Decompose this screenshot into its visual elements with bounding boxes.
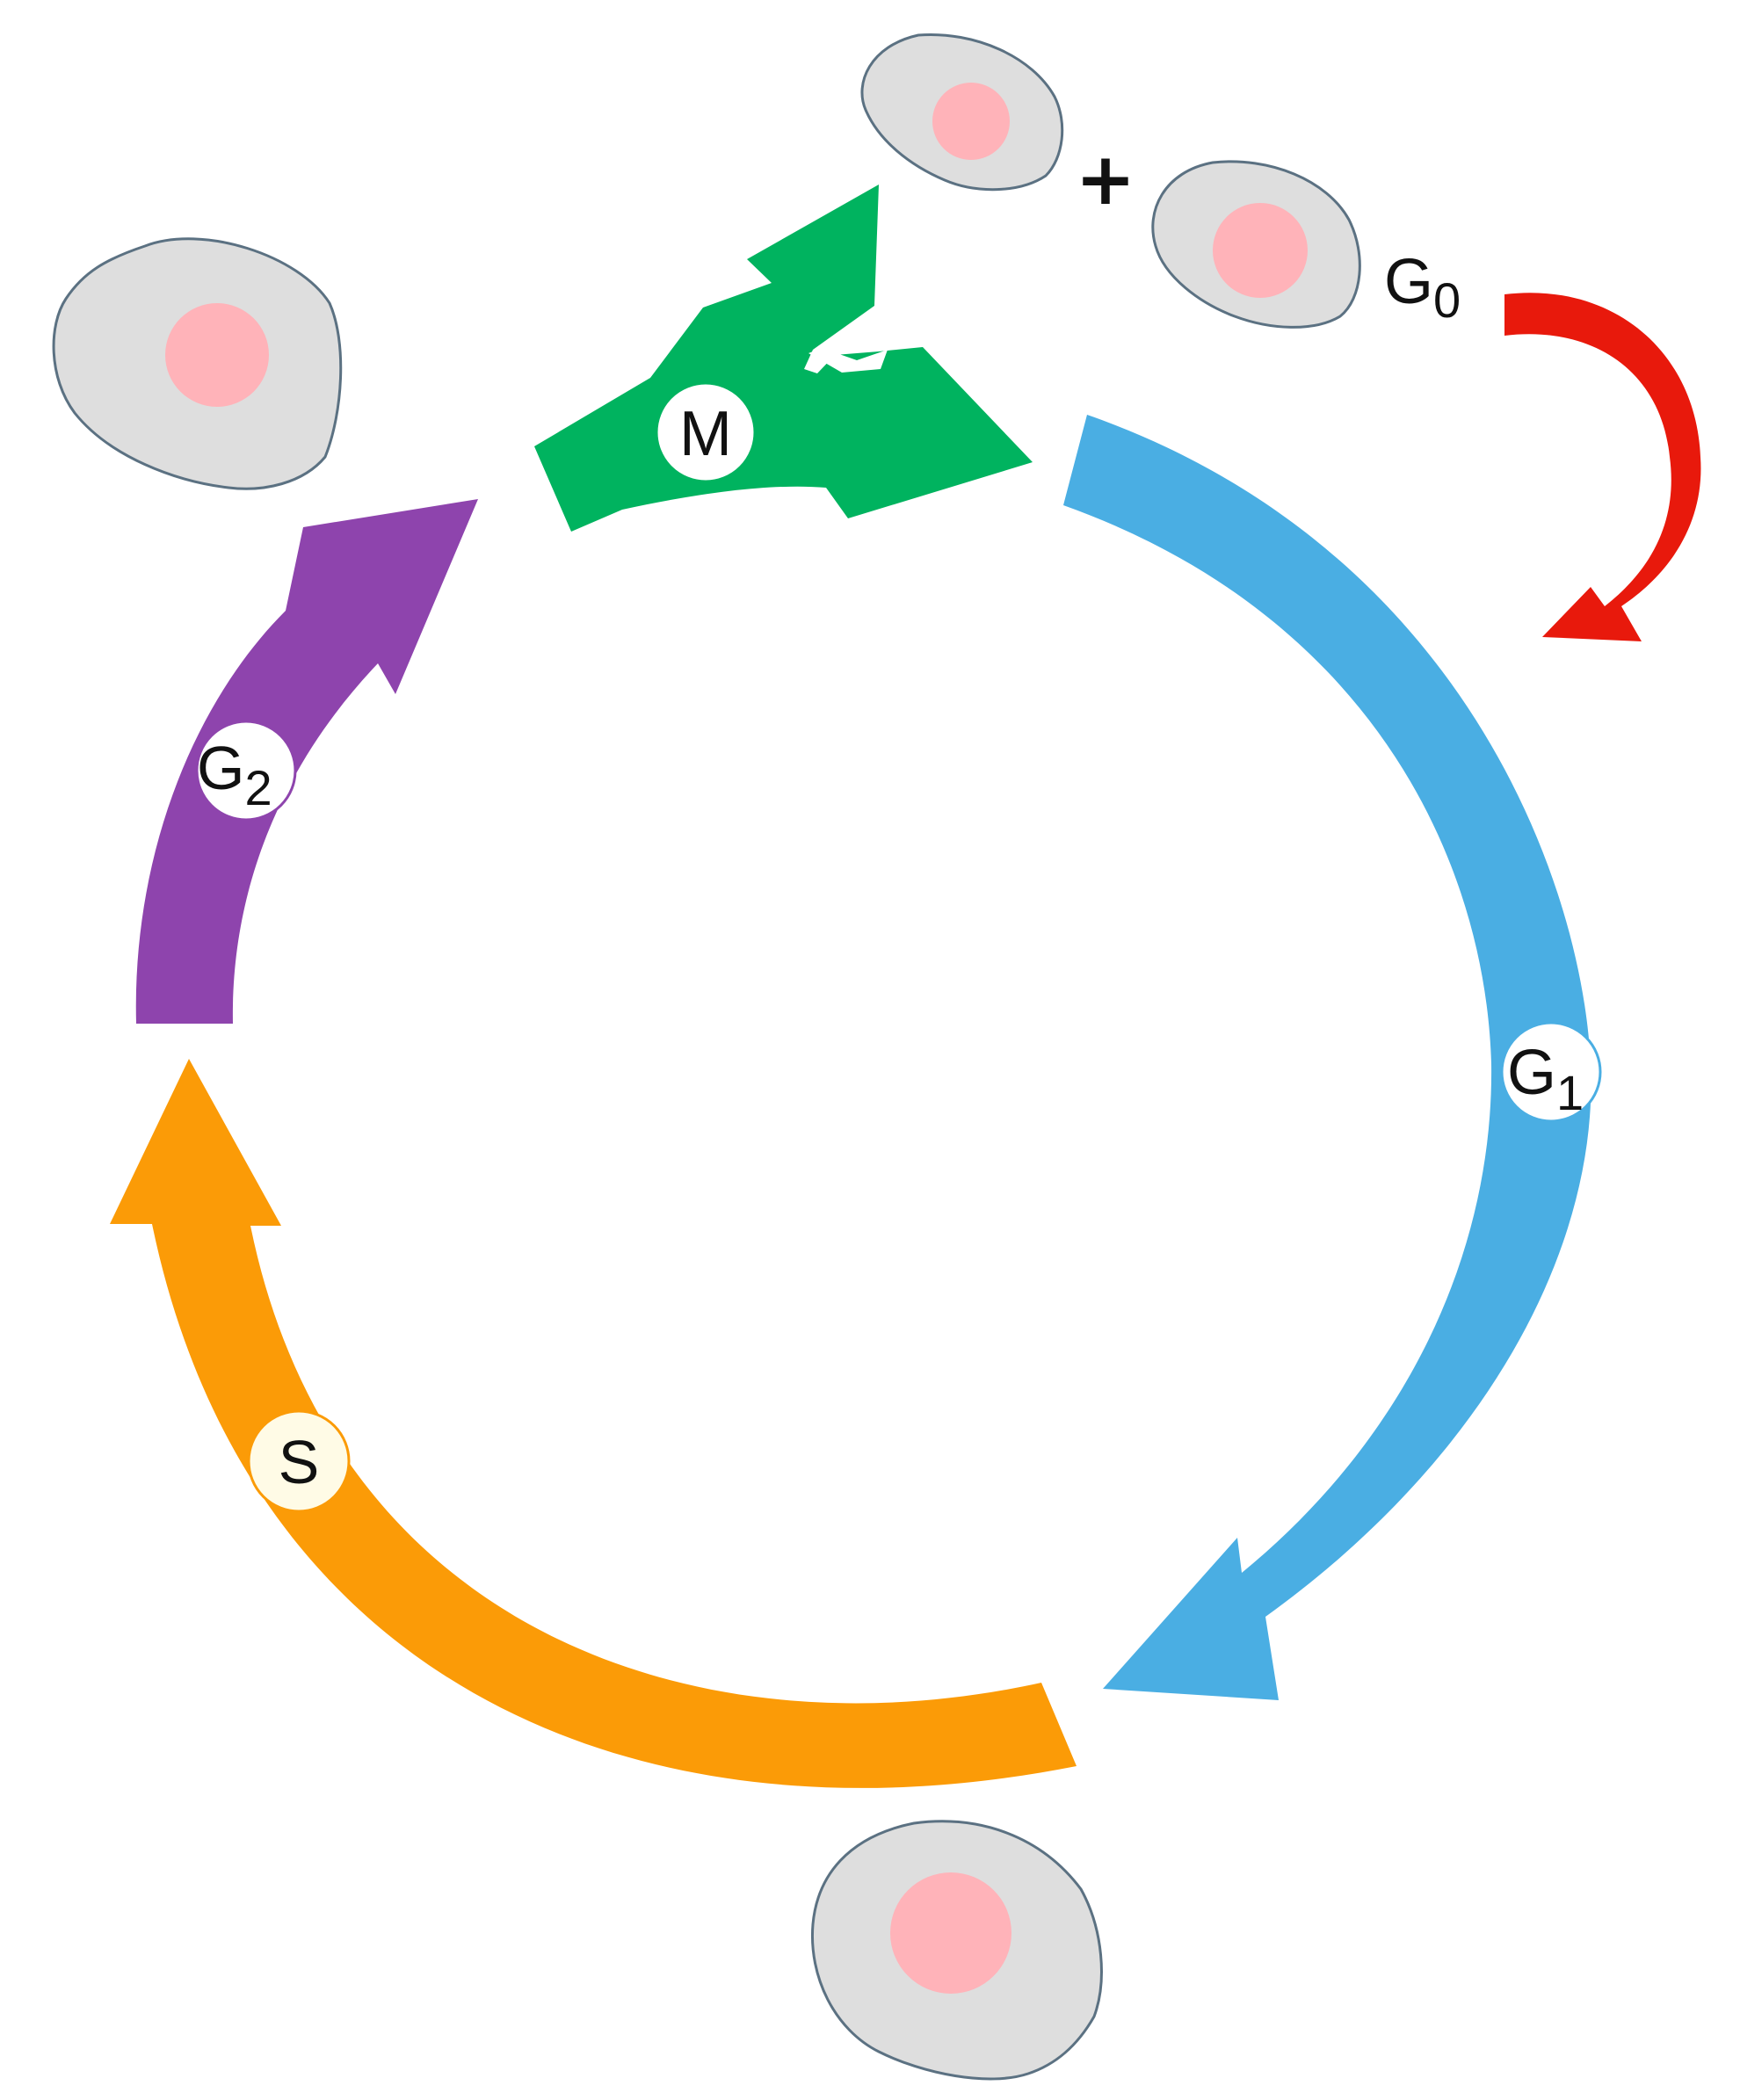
badge-circle: [195, 720, 297, 822]
badge-circle: [247, 1409, 351, 1513]
s-phase-arrow: [110, 1059, 1077, 1788]
m-arrow-notch: [808, 348, 888, 373]
badge-m: M: [655, 381, 757, 483]
g1-label: G1: [1507, 1038, 1584, 1120]
g2-label: G2: [197, 734, 272, 815]
cell-nucleus: [932, 83, 1010, 160]
m-phase-arrow: [534, 185, 1033, 532]
cell-g2-left: [52, 237, 343, 490]
s-label: S: [279, 1428, 320, 1496]
cell-daughter-g0: [1151, 160, 1361, 329]
g1-phase-arrow: [1063, 415, 1591, 1700]
cell-daughter-top: [860, 33, 1064, 192]
cell-nucleus: [165, 303, 269, 407]
cell-nucleus: [1213, 203, 1308, 298]
cell-nucleus: [890, 1872, 1011, 1994]
badge-circle: [1500, 1021, 1602, 1123]
g2-phase-arrow: [135, 499, 478, 1024]
g0-label: G0: [1384, 247, 1461, 328]
badge-g1: G1: [1500, 1021, 1602, 1123]
badge-s: S: [247, 1409, 351, 1513]
plus-sign: +: [1076, 138, 1136, 221]
g0-return-arrow: [1504, 293, 1701, 641]
badge-circle: [655, 381, 757, 483]
badge-g2: G2: [195, 720, 297, 822]
m-label: M: [679, 399, 732, 469]
cell-s-bottom: [810, 1820, 1103, 2081]
